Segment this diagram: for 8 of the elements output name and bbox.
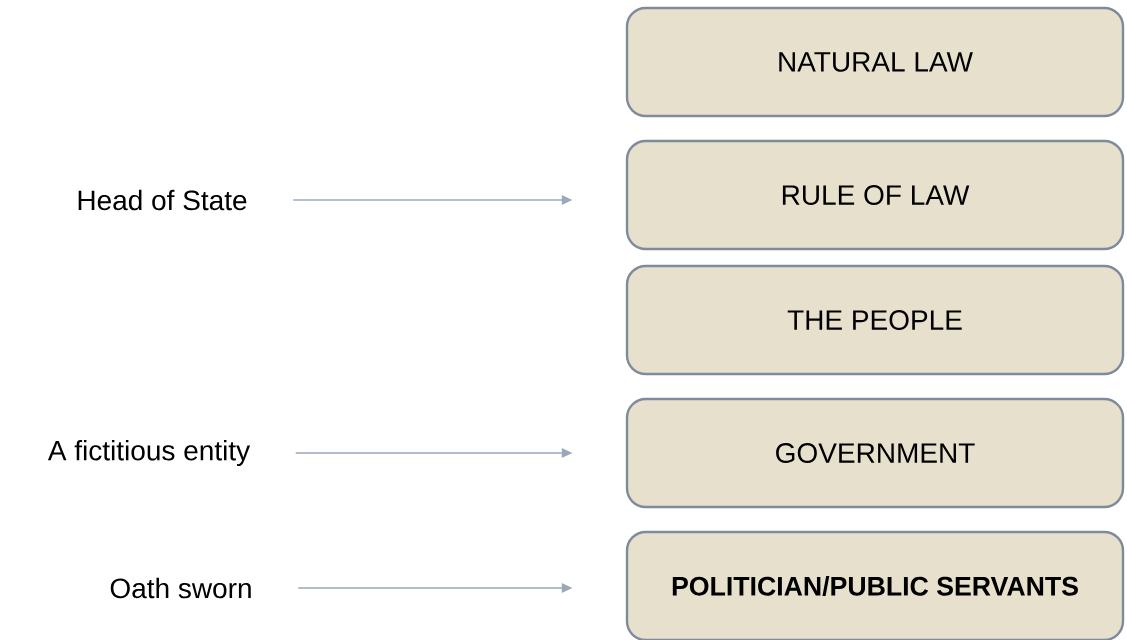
side-label: Oath sworn: [110, 577, 251, 599]
label-box: POLITICIAN/PUBLIC SERVANTS: [625, 530, 1125, 640]
label-box: NATURAL LAW: [625, 6, 1125, 118]
side-label: Head of State: [78, 189, 247, 211]
label-box: THE PEOPLE: [625, 264, 1125, 376]
side-label: A fictitious entity: [47, 439, 251, 467]
label-box: RULE OF LAW: [625, 139, 1125, 251]
label-box: GOVERNMENT: [625, 397, 1125, 509]
